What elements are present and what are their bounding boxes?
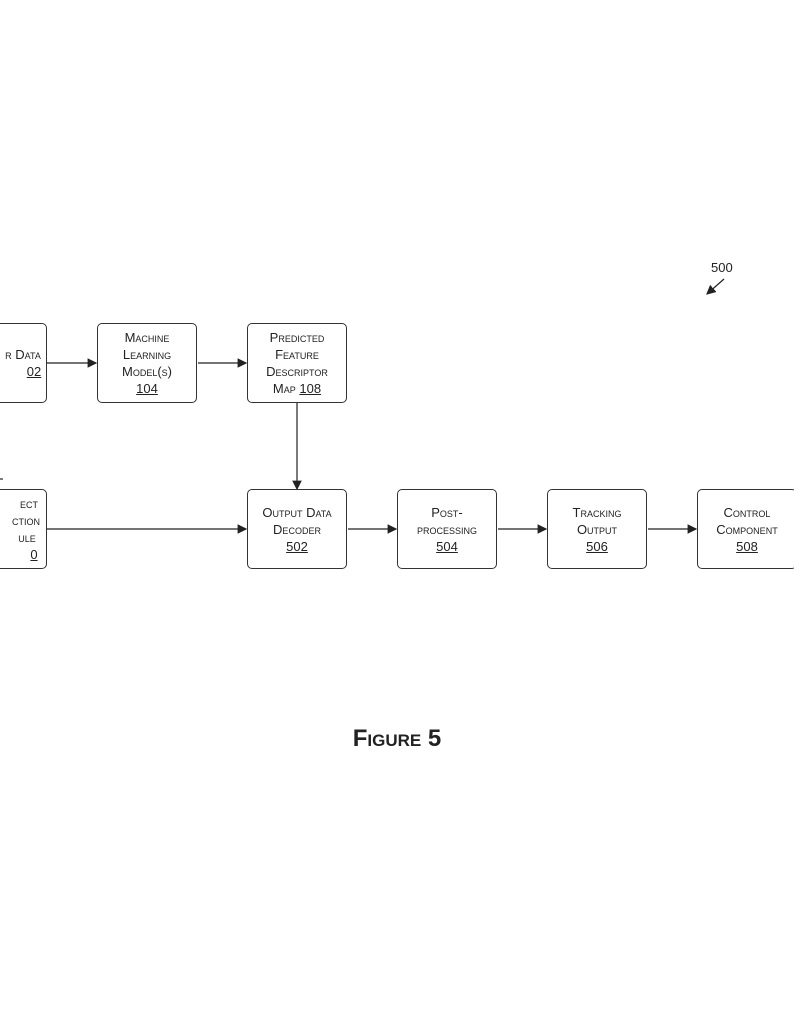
object-detection-box: ect ction ule 0 <box>0 489 47 569</box>
object-detection-line-2: ction <box>12 513 40 528</box>
tracking-line-2: Output <box>576 521 618 537</box>
control-line-1: Control <box>723 504 771 520</box>
ml-line-2: Learning <box>122 347 172 362</box>
machine-learning-model-box: Machine Learning Model(s) 104 <box>97 323 197 403</box>
object-detection-line-1: ect <box>20 496 38 511</box>
post-line-2: processing <box>416 521 477 537</box>
control-component-box: Control Component 508 <box>697 489 794 569</box>
map-line-4: Map 108 <box>273 380 321 397</box>
object-detection-ref: 0 <box>30 547 38 562</box>
map-ref: 108 <box>299 381 322 396</box>
control-line-2: Component <box>716 521 778 537</box>
map-line-3: Descriptor <box>266 364 328 379</box>
sensor-data-box: r Data 02 <box>0 323 47 403</box>
decoder-line-1: Output Data <box>262 504 332 520</box>
map-line-4-text: Map <box>272 381 296 396</box>
decoder-line-2: Decoder <box>273 521 321 537</box>
map-line-2: Feature <box>275 347 319 362</box>
diagram-reference-label: 500 <box>711 260 733 275</box>
control-ref: 508 <box>736 538 758 554</box>
ml-ref: 104 <box>136 381 158 396</box>
decoder-ref: 502 <box>286 538 308 554</box>
post-ref: 504 <box>436 538 458 554</box>
sensor-data-clip: r Data 02 <box>0 320 48 410</box>
post-processing-box: Post- processing 504 <box>397 489 497 569</box>
post-line-1: Post- <box>431 504 463 520</box>
sensor-data-label: r Data <box>5 347 41 362</box>
ml-line-3: Model(s) <box>122 364 172 379</box>
tracking-line-1: Tracking <box>572 504 622 520</box>
arrow-500-pointer <box>706 278 725 295</box>
output-data-decoder-box: Output Data Decoder 502 <box>247 489 347 569</box>
figure-caption: Figure 5 <box>352 725 442 752</box>
sensor-data-ref: 02 <box>26 364 42 379</box>
tracking-output-box: Tracking Output 506 <box>547 489 647 569</box>
ml-line-1: Machine <box>124 330 170 345</box>
object-detection-line-3: ule <box>18 530 36 545</box>
tracking-ref: 506 <box>586 538 608 554</box>
map-line-1: Predicted <box>269 330 325 345</box>
object-detection-clip: ect ction ule 0 <box>0 486 48 576</box>
predicted-feature-descriptor-map-box: Predicted Feature Descriptor Map 108 <box>247 323 347 403</box>
